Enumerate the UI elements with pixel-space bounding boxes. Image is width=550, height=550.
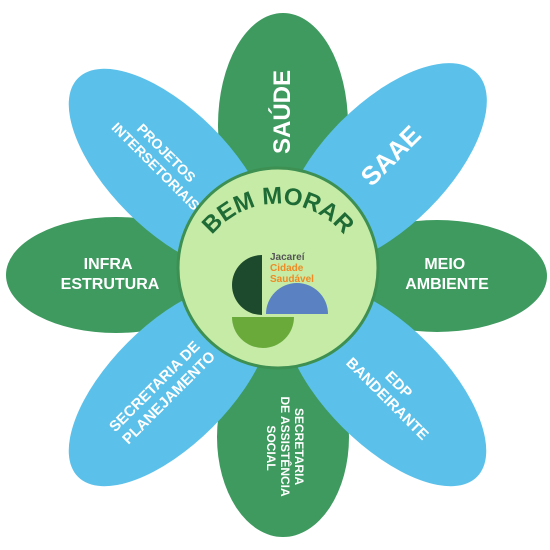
logo-text-saudavel: Saudável — [270, 274, 314, 285]
logo-text-jacarei: Jacareí — [270, 252, 306, 263]
label-infra: INFRA ESTRUTURA — [61, 256, 160, 293]
label-meio-ambiente: MEIO AMBIENTE — [405, 256, 489, 293]
petal-meio-ambiente — [327, 220, 547, 332]
center-circle — [176, 166, 380, 370]
jacarei-logo: Jacareí Cidade Saudável — [232, 252, 328, 348]
logo-green-shape — [232, 317, 294, 348]
label-assistencia: SECRETARIA DE ASSISTÊNCIA SOCIAL — [264, 396, 306, 499]
logo-blue-shape — [266, 283, 328, 314]
logo-dark-shape — [232, 255, 262, 315]
label-saude: SAÚDE — [268, 70, 296, 154]
logo-text-cidade: Cidade — [270, 263, 304, 274]
center-hub: BEM MORAR Jacareí Cidade Saudável — [176, 166, 380, 370]
